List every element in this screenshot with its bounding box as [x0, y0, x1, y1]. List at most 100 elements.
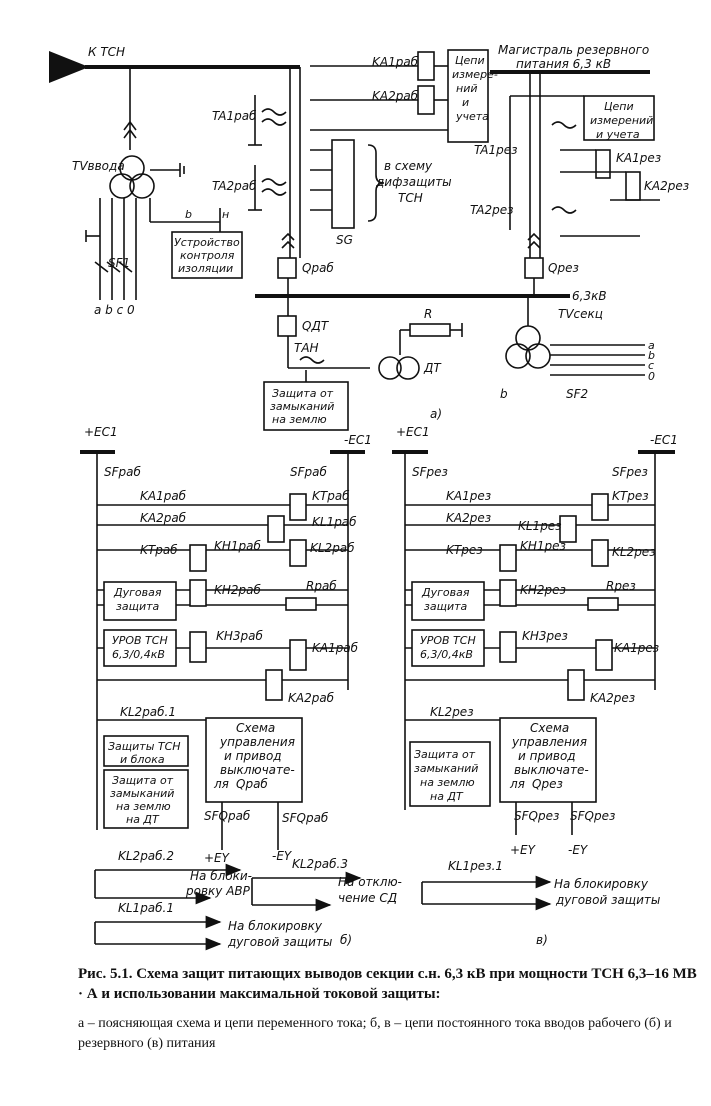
- svg-text:KA1рез: KA1рез: [614, 641, 659, 655]
- svg-text:KTраб: KTраб: [140, 543, 178, 557]
- izolation-control-box: [171, 231, 243, 279]
- svg-text:ровку АВР: ровку АВР: [185, 884, 251, 898]
- label-tv-vvoda: TVввода: [72, 159, 125, 173]
- svg-text:чение СД: чение СД: [338, 891, 397, 905]
- ka1-rab-coil: [417, 51, 435, 81]
- label-ta2: TA2раб: [212, 179, 257, 193]
- svg-text:дуговой защиты: дуговой защиты: [227, 935, 332, 949]
- svg-text:и блока: и блока: [120, 753, 165, 766]
- part-c-dc-reserve: +EC1 -EC1 SFрез SFрез KA1рез KA2рез KTре…: [392, 425, 678, 947]
- sg-test-block: [331, 139, 355, 229]
- svg-text:управления: управления: [511, 735, 587, 749]
- svg-text:Защита от: Защита от: [414, 748, 476, 761]
- svg-text:TA2рез: TA2рез: [470, 203, 513, 217]
- svg-text:На отклю-: На отклю-: [338, 875, 402, 889]
- svg-text:и привод: и привод: [224, 749, 282, 763]
- svg-text:в схему: в схему: [384, 159, 433, 173]
- label-ta1: TA1раб: [212, 109, 257, 123]
- arc-protection-box: [103, 581, 177, 621]
- svg-text:Rрез: Rрез: [606, 579, 636, 593]
- svg-text:6,3кВ: 6,3кВ: [572, 289, 607, 303]
- resistor-r: [409, 323, 451, 337]
- svg-text:ДТ: ДТ: [423, 361, 442, 375]
- svg-text:Дуговая: Дуговая: [421, 586, 470, 599]
- svg-text:На блоки-: На блоки-: [190, 869, 252, 883]
- svg-text:KA2раб: KA2раб: [288, 691, 335, 705]
- label-k-tsn: К ТСН: [88, 45, 125, 59]
- svg-text:+EC1: +EC1: [84, 425, 118, 439]
- svg-text:контроля: контроля: [180, 249, 235, 262]
- sf1-switch: [94, 261, 133, 273]
- svg-text:Защиты ТСН: Защиты ТСН: [108, 740, 181, 753]
- svg-text:изоляции: изоляции: [178, 262, 233, 275]
- svg-text:0: 0: [648, 370, 655, 383]
- caption-subtitle: а – поясняющая схема и цепи переменного …: [78, 1016, 672, 1051]
- svg-text:c: c: [648, 359, 654, 372]
- r-rab-resistor: [285, 597, 317, 611]
- control-scheme-box: [205, 717, 303, 803]
- svg-text:а): а): [430, 407, 442, 421]
- svg-text:KA1рез: KA1рез: [616, 151, 661, 165]
- disconnector-symbol: [123, 120, 137, 139]
- svg-text:SF2: SF2: [566, 387, 588, 401]
- caption-title: Рис. 5.1. Схема защит питающих выводов с…: [78, 966, 697, 1002]
- svg-text:управления: управления: [219, 735, 295, 749]
- svg-text:KA2рез: KA2рез: [590, 691, 635, 705]
- svg-text:KA2рез: KA2рез: [644, 179, 689, 193]
- svg-text:ний: ний: [456, 82, 478, 95]
- svg-text:Qрез: Qрез: [532, 777, 563, 791]
- svg-text:SFрез: SFрез: [612, 465, 648, 479]
- svg-text:выключате-: выключате-: [220, 763, 295, 777]
- svg-text:-EY: -EY: [568, 843, 589, 857]
- svg-text:ТАН: ТАН: [294, 341, 319, 355]
- reserve-measurement-box: [583, 95, 655, 141]
- tv-winding-3: [129, 173, 155, 199]
- measurement-circuits-box: [447, 49, 489, 143]
- svg-text:на землю: на землю: [272, 413, 327, 426]
- svg-text:учета: учета: [455, 110, 489, 123]
- svg-text:SFQрез: SFQрез: [514, 809, 559, 823]
- svg-text:ТСН: ТСН: [398, 191, 423, 205]
- svg-text:KA2раб: KA2раб: [372, 89, 419, 103]
- svg-text:-EY: -EY: [272, 849, 293, 863]
- svg-text:SFраб: SFраб: [290, 465, 327, 479]
- svg-text:Цепи: Цепи: [455, 54, 485, 67]
- svg-text:KL2рез: KL2рез: [612, 545, 656, 559]
- svg-text:b: b: [648, 349, 655, 362]
- label-phases: a b c 0: [94, 303, 135, 317]
- svg-text:н: н: [222, 208, 229, 221]
- svg-text:выключате-: выключате-: [514, 763, 589, 777]
- q-rez-breaker: [524, 257, 544, 279]
- svg-text:Цепи: Цепи: [604, 100, 634, 113]
- svg-text:KL2раб.2: KL2раб.2: [118, 849, 174, 863]
- tv-winding-2: [109, 173, 135, 199]
- svg-text:УРОВ ТСН: УРОВ ТСН: [420, 634, 476, 647]
- label-sf1: SF1: [108, 256, 130, 270]
- svg-text:SFQраб: SFQраб: [204, 809, 251, 823]
- svg-text:ля: ля: [509, 777, 525, 791]
- ground-fault-dt-box: [103, 769, 189, 829]
- svg-text:замыканий: замыканий: [270, 400, 334, 413]
- svg-text:и: и: [462, 96, 469, 109]
- svg-text:Защита от: Защита от: [272, 387, 334, 400]
- svg-text:SFрез: SFрез: [412, 465, 448, 479]
- tsn-protections-box: [103, 735, 189, 767]
- svg-text:KA1раб: KA1раб: [372, 55, 419, 69]
- svg-text:на землю: на землю: [116, 800, 171, 813]
- svg-text:защита: защита: [424, 600, 468, 613]
- svg-text:SG: SG: [336, 233, 353, 247]
- svg-text:KL1раб: KL1раб: [312, 515, 357, 529]
- svg-text:KA1раб: KA1раб: [312, 641, 359, 655]
- svg-text:KL1рез.1: KL1рез.1: [448, 859, 503, 873]
- svg-text:SFраб: SFраб: [104, 465, 141, 479]
- svg-text:b: b: [185, 208, 192, 221]
- figure-caption: Рис. 5.1. Схема защит питающих выводов с…: [78, 964, 698, 1054]
- svg-text:KL1раб.1: KL1раб.1: [118, 901, 174, 915]
- svg-text:ля: ля: [213, 777, 229, 791]
- svg-text:SFQраб: SFQраб: [282, 811, 329, 825]
- svg-text:b: b: [500, 387, 508, 401]
- kt-rab-coil: [289, 493, 307, 521]
- difzashchita-brace: [367, 144, 385, 222]
- svg-text:KA1рез: KA1рез: [446, 489, 491, 503]
- svg-text:защита: защита: [116, 600, 160, 613]
